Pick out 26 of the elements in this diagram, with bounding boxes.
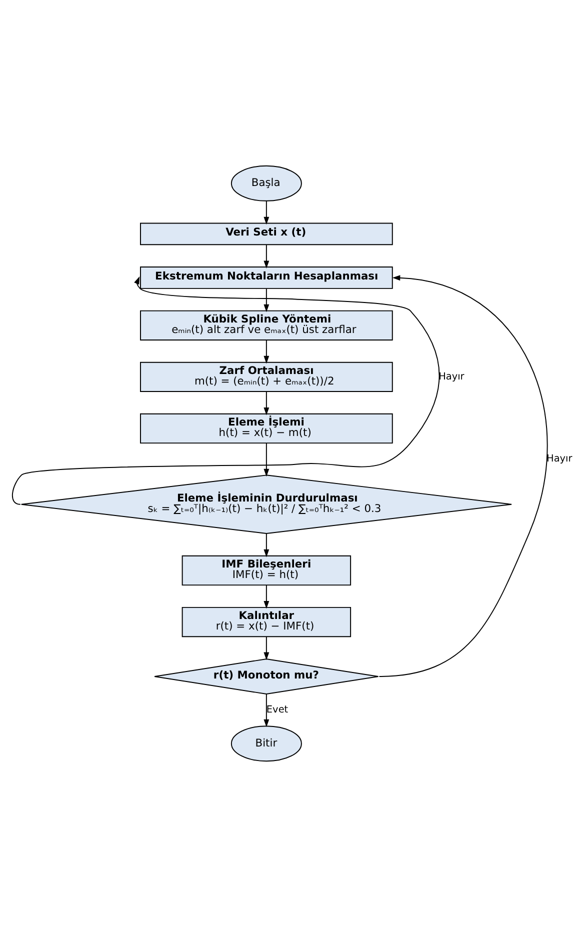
node-box: Veri Seti x (t) [140,222,393,246]
arrow [264,584,270,609]
node-diamond: r(t) Monoton mu? [154,658,379,694]
node-diamond: Eleme İşleminin Durdurulması sₖ = ∑ₜ₌₀ᵀ|h₍ₖ₋₁₎(t) − hₖ(t)|² / ∑ₜ₌₀ᵀhₖ₋₁² < 0.3 [20,474,512,534]
node-box: Zarf Ortalaması m(t) = (eₘᵢₙ(t) + eₘₐₓ(t))/2 [140,362,393,392]
node-box: IMF Bileşenleri IMF(t) = h(t) [182,555,352,586]
arrow [12,276,440,505]
node-ellipse: Başla [230,165,302,202]
arrow [378,275,548,677]
arrow [264,636,270,660]
arrow [264,200,270,225]
arrow [264,694,270,728]
arrow [264,533,270,558]
node-box: Kübik Spline Yöntemi eₘᵢₙ(t) alt zarf ve eₘₐₓ(t) üst zarflar [140,310,393,340]
arrow [264,391,270,416]
node-box: Eleme İşlemi h(t) = x(t) − m(t) [140,413,393,444]
edge-label: Evet [266,704,288,716]
arrow [264,244,270,268]
node-box: Ekstremum Noktaların Hesaplanması [140,266,393,289]
edge-label: Hayır [546,454,572,465]
node-ellipse: Bitir [230,726,302,762]
arrow [264,340,270,364]
arrow [264,442,270,477]
arrow [264,288,270,312]
node-box: Kalıntılar r(t) = x(t) − IMF(t) [182,606,352,638]
edge-label: Hayır [438,371,464,382]
